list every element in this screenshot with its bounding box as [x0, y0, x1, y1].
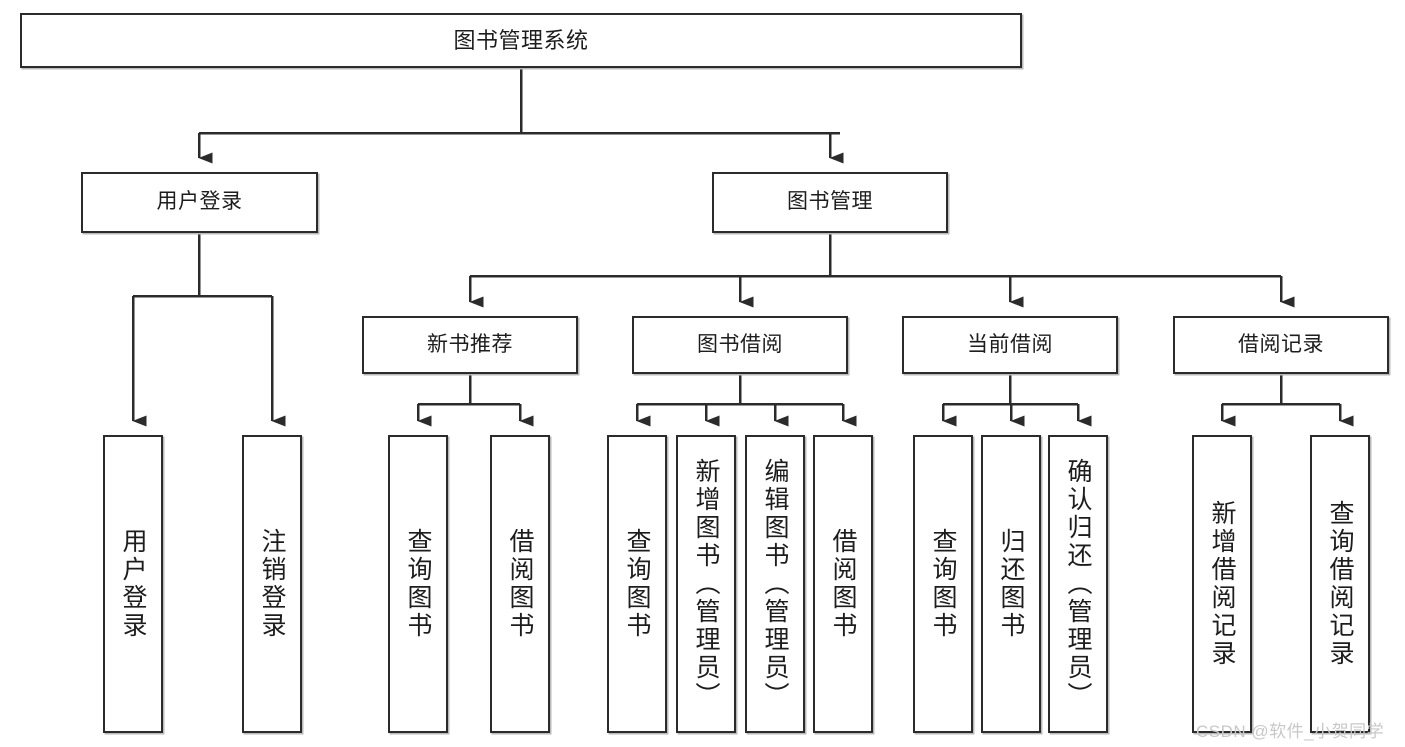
node-book-borrow[interactable]: 图书借阅 [632, 316, 848, 374]
node-borrow-record[interactable]: 借阅记录 [1173, 316, 1389, 374]
node-label: 用户登录 [156, 190, 243, 214]
node-label: 编辑图书（管理员） [761, 458, 789, 710]
node-label: 借阅图书 [506, 528, 534, 640]
leaf-logout-login[interactable]: 注销登录 [242, 435, 302, 733]
node-label: 新增借阅记录 [1208, 500, 1236, 668]
node-label: 新书推荐 [427, 332, 513, 356]
watermark-text: CSDN @软件_小贺同学 [1196, 722, 1385, 741]
node-label: 图书管理系统 [453, 27, 589, 53]
node-label: 查询图书 [623, 528, 651, 640]
leaf-edit-book-admin[interactable]: 编辑图书（管理员） [745, 435, 805, 733]
node-current-borrow[interactable]: 当前借阅 [902, 316, 1118, 374]
leaf-borrow-book-recommend[interactable]: 借阅图书 [490, 435, 550, 733]
node-new-book-recommend[interactable]: 新书推荐 [362, 316, 578, 374]
leaf-borrow-book[interactable]: 借阅图书 [813, 435, 873, 733]
leaf-query-borrow-record[interactable]: 查询借阅记录 [1310, 435, 1370, 733]
node-label: 查询图书 [929, 528, 957, 640]
node-label: 图书借阅 [697, 332, 783, 356]
leaf-query-book-recommend[interactable]: 查询图书 [388, 435, 448, 733]
node-label: 当前借阅 [967, 332, 1053, 356]
node-label: 借阅图书 [829, 528, 857, 640]
node-label: 图书管理 [787, 190, 873, 214]
node-label: 查询图书 [404, 528, 432, 640]
node-label: 确认归还（管理员） [1064, 458, 1092, 710]
node-label: 查询借阅记录 [1326, 500, 1354, 668]
node-label: 用户登录 [119, 528, 147, 640]
node-label: 新增图书（管理员） [692, 458, 720, 710]
node-label: 注销登录 [258, 528, 286, 640]
node-label: 归还图书 [997, 528, 1025, 640]
leaf-user-login[interactable]: 用户登录 [103, 435, 163, 733]
leaf-add-book-admin[interactable]: 新增图书（管理员） [676, 435, 736, 733]
node-user-login[interactable]: 用户登录 [81, 172, 318, 233]
leaf-query-book-current[interactable]: 查询图书 [913, 435, 973, 733]
leaf-query-book-borrow[interactable]: 查询图书 [607, 435, 667, 733]
node-root-system[interactable]: 图书管理系统 [20, 13, 1022, 68]
node-label: 借阅记录 [1238, 332, 1324, 356]
leaf-confirm-return-admin[interactable]: 确认归还（管理员） [1048, 435, 1108, 733]
leaf-add-borrow-record[interactable]: 新增借阅记录 [1192, 435, 1252, 733]
node-book-management[interactable]: 图书管理 [712, 172, 948, 233]
leaf-return-book[interactable]: 归还图书 [981, 435, 1041, 733]
